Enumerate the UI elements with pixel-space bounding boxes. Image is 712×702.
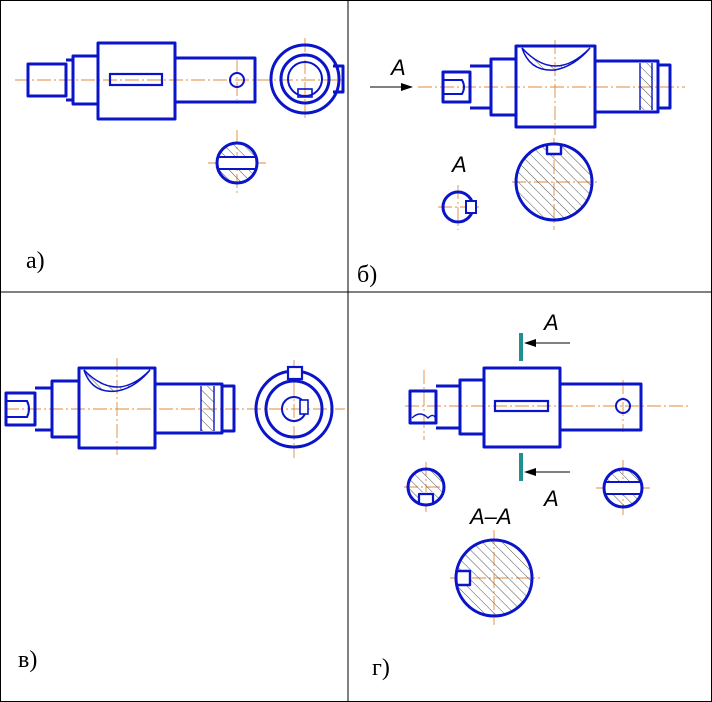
panel-c: в) (4, 358, 345, 673)
end-view-keyed (254, 365, 334, 449)
view-direction-mark: А (389, 55, 406, 80)
cut-mark-top: А (542, 310, 559, 335)
panel-d: А А (372, 310, 690, 681)
section-title: А–А (468, 504, 512, 529)
panel-a: а) (15, 38, 345, 274)
shaft-partial-section-2 (4, 366, 236, 450)
section-a-a: А–А (450, 504, 540, 625)
section-mark-small: А (450, 152, 467, 177)
shaft-partial-section (441, 44, 672, 129)
panel-a-label: а) (26, 248, 45, 274)
section-round-2 (596, 460, 650, 515)
shaft-front-view-2 (408, 366, 643, 449)
panel-c-label: в) (18, 647, 37, 673)
section-large (512, 138, 600, 230)
cut-mark-bottom: А (542, 486, 559, 511)
view-a-small: А (438, 152, 480, 230)
shaft-front-view (26, 41, 257, 121)
panel-d-label: г) (372, 655, 390, 681)
panel-b-label: б) (357, 262, 377, 288)
shaft-end-view (269, 43, 345, 115)
section-round (208, 130, 266, 195)
section-slotted-small (404, 462, 448, 512)
panel-b: А А (357, 40, 685, 288)
